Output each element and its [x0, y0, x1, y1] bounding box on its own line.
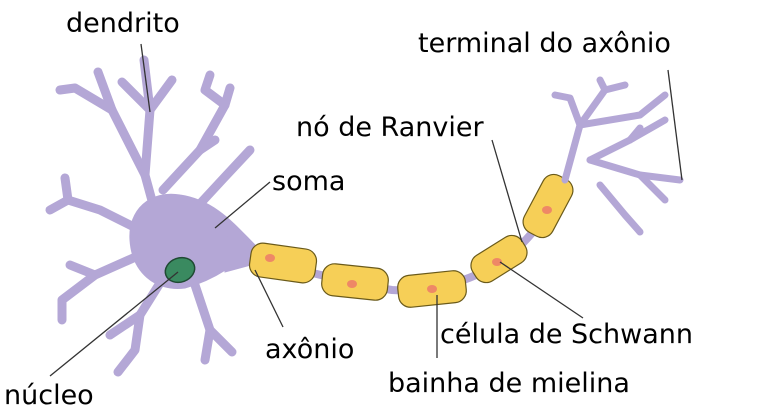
label-myelin-sheath: bainha de mielina [388, 368, 630, 399]
leader-schwann [500, 262, 583, 318]
label-schwann-cell: célula de Schwann [440, 319, 693, 350]
schwann-cell [397, 270, 468, 309]
label-node-ranvier: nó de Ranvier [296, 112, 484, 143]
label-nucleus: núcleo [4, 380, 94, 411]
schwann-cell [519, 170, 577, 242]
leader-nucleus [50, 272, 178, 376]
leader-soma [215, 182, 270, 228]
label-axon-terminal: terminal do axônio [418, 28, 671, 59]
leader-axon-terminal [668, 70, 682, 180]
schwann-cell [321, 263, 390, 302]
axon-terminal [555, 80, 680, 232]
leader-node-ranvier [492, 140, 522, 242]
label-soma: soma [272, 166, 345, 197]
label-dendrite: dendrito [66, 8, 180, 39]
label-axon: axônio [265, 334, 354, 365]
